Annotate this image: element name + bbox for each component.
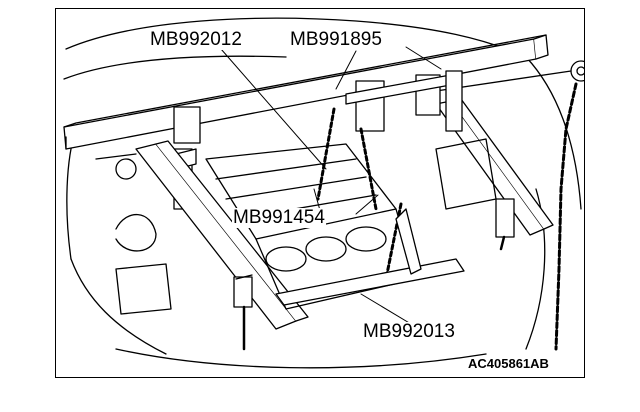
diagram-frame: MB992012 MB991895 MB991454 MB992013 AC40… [55,8,585,378]
label-mb992012: MB992012 [149,29,243,50]
engine-lift-illustration [63,17,584,369]
label-mb992013: MB992013 [362,321,456,342]
leader-lines [220,46,442,328]
center-chains [316,107,403,281]
label-mb991454: MB991454 [232,207,326,228]
bottom-support-plate [275,208,465,306]
label-mb991895: MB991895 [289,29,383,50]
right-side-beam [435,98,554,251]
rail-brackets [345,70,463,132]
left-side-beam [135,140,309,351]
figure-code: AC405861AB [468,356,549,371]
